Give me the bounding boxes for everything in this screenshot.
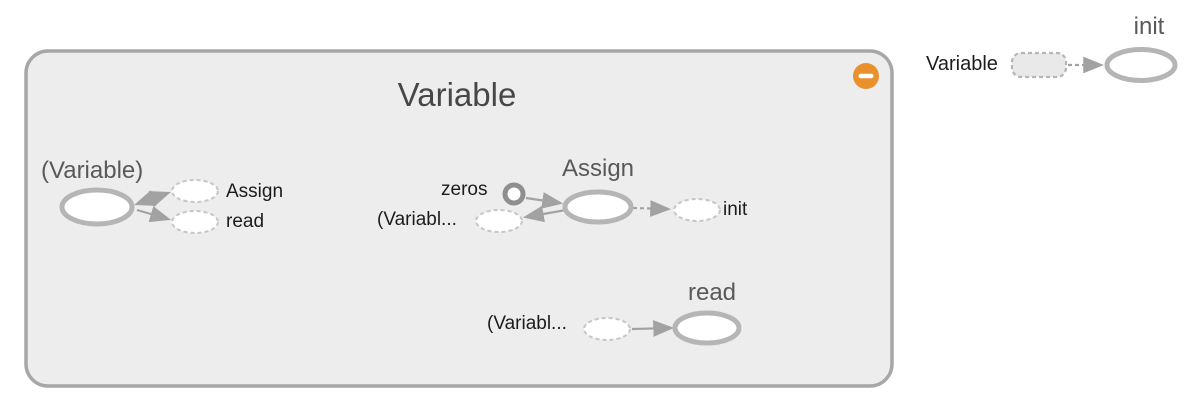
op-node-read[interactable] (672, 310, 742, 346)
edge-zeros-assign (525, 192, 564, 209)
annotation-node-assign[interactable] (171, 179, 219, 203)
op-node-variable[interactable] (59, 187, 135, 227)
edge-variable-read (136, 206, 172, 223)
annotation-node-variable-input[interactable] (475, 209, 523, 233)
namespace-group-variable[interactable] (24, 49, 894, 388)
annotation-node-variable-read-input[interactable] (583, 317, 631, 341)
edge-assign-init (632, 200, 672, 217)
annotation-node-read[interactable] (171, 210, 219, 234)
annotation-label-variable-truncated: (Variabl... (377, 209, 457, 230)
annotation-label-init: init (723, 199, 748, 220)
minus-icon (858, 73, 874, 79)
annotation-node-init-output[interactable] (673, 198, 721, 222)
constant-node-zeros[interactable] (502, 182, 526, 206)
collapse-button[interactable] (853, 63, 879, 89)
edge-variable-assign (134, 190, 171, 207)
annotation-label-variable-truncated-read: (Variabl... (487, 313, 567, 334)
annotation-label-zeros: zeros (441, 179, 488, 200)
edge-assign-variable (522, 205, 567, 223)
op-node-assign[interactable] (562, 189, 634, 225)
op-node-init[interactable] (1104, 47, 1178, 83)
group-title-variable[interactable]: Variable (397, 76, 517, 113)
node-title-variable-op: (Variable) (41, 157, 144, 184)
node-title-init: init (1133, 13, 1165, 40)
edge-variable-readop (631, 320, 675, 337)
annotation-node-variable-namespace[interactable] (1010, 51, 1068, 79)
node-title-assign: Assign (561, 155, 635, 182)
annotation-label-variable-external: Variable (926, 53, 998, 75)
node-title-read: read (687, 279, 737, 306)
annotation-label-read: read (226, 211, 265, 232)
annotation-label-assign: Assign (226, 181, 284, 202)
